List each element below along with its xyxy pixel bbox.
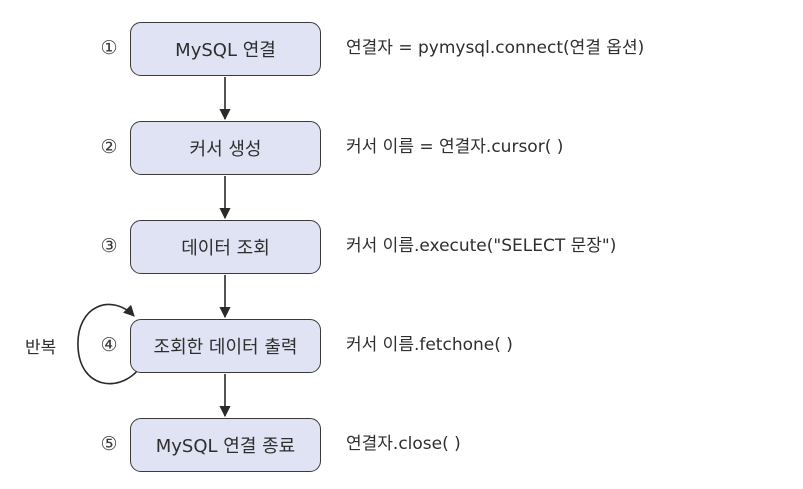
step-3-code: 커서 이름.execute("SELECT 문장") — [346, 236, 617, 256]
step-3-box: 데이터 조회 — [130, 220, 321, 274]
step-1-number: ① — [100, 37, 118, 59]
loop-arrow — [77, 303, 139, 385]
step-2-box: 커서 생성 — [130, 121, 321, 175]
step-1-label: MySQL 연결 — [175, 40, 276, 61]
step-4-code: 커서 이름.fetchone( ) — [346, 335, 513, 355]
step-5-label: MySQL 연결 종료 — [155, 436, 296, 457]
step-5-code: 연결자.close( ) — [346, 434, 461, 454]
step-4-box: 조회한 데이터 출력 — [130, 319, 321, 373]
step-4-label: 조회한 데이터 출력 — [153, 337, 298, 358]
step-5-box: MySQL 연결 종료 — [130, 418, 321, 472]
step-1-box: MySQL 연결 — [130, 22, 321, 76]
step-4-number: ④ — [100, 334, 118, 356]
step-2-number: ② — [100, 136, 118, 158]
step-3-label: 데이터 조회 — [181, 238, 270, 259]
step-2-code: 커서 이름 = 연결자.cursor( ) — [346, 137, 564, 157]
step-3-number: ③ — [100, 235, 118, 257]
step-1-code: 연결자 = pymysql.connect(연결 옵션) — [346, 38, 645, 58]
loop-label: 반복 — [25, 338, 57, 358]
step-5-number: ⑤ — [100, 433, 118, 455]
step-2-label: 커서 생성 — [189, 139, 262, 160]
